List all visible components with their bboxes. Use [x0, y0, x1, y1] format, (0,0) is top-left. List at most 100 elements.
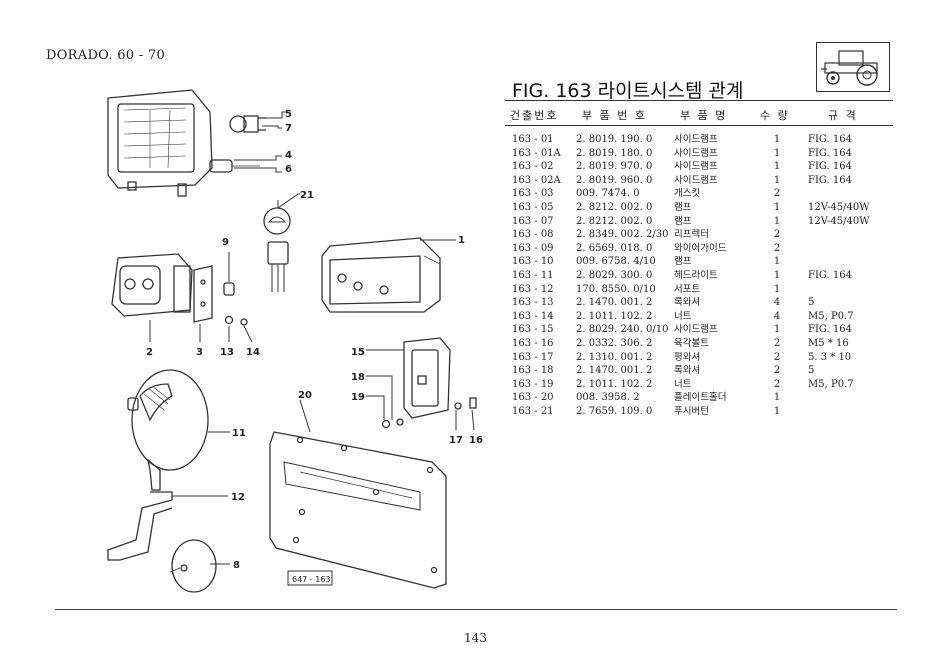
callout-9: 9 — [222, 237, 229, 248]
row-quantity: 1 — [773, 324, 781, 336]
support-bracket-drawing — [107, 491, 173, 561]
row-part-name: 록와셔 — [674, 365, 701, 377]
row-spec: M5, P0.7 — [808, 378, 854, 390]
page-number: 143 — [464, 631, 487, 645]
row-part-name: 록와셔 — [674, 297, 701, 309]
row-ref-number: 163 - 18 — [512, 365, 554, 377]
row-part-number: 2. 8019. 960. 0 — [576, 174, 653, 186]
row-quantity: 2 — [773, 188, 781, 200]
row-spec: FIG. 164 — [808, 174, 852, 186]
row-spec — [808, 228, 870, 242]
headlamp-drawing — [107, 89, 213, 197]
callout-13: 13 — [220, 347, 234, 358]
header-ref-number: 건출번호 — [510, 109, 559, 122]
parts-diagram: 5 7 4 6 21 9 1 2 3 13 14 15 18 19 20 17 … — [107, 89, 483, 593]
row-ref-number: 163 - 05 — [512, 201, 554, 213]
row-spec: 12V-45/40W — [808, 201, 870, 213]
row-quantity: 1 — [773, 215, 781, 227]
header-quantity: 수 량 — [760, 109, 790, 122]
row-quantity: 1 — [773, 174, 781, 186]
row-quantity: 1 — [773, 201, 781, 213]
small-nut-drawing — [381, 418, 404, 429]
row-part-name: 서포트 — [674, 283, 701, 295]
figure-code: 647 - 163 — [292, 575, 331, 584]
row-ref-number: 163 - 07 — [512, 215, 554, 227]
tractor-icon — [816, 42, 890, 92]
callout-6: 6 — [285, 164, 292, 175]
row-part-number: 2. 0332. 306. 2 — [576, 337, 653, 349]
row-ref-number: 163 - 17 — [512, 351, 554, 363]
row-quantity: 1 — [773, 392, 781, 404]
row-part-number: 2. 8019. 180. 0 — [576, 147, 653, 159]
row-ref-number: 163 - 11 — [512, 269, 554, 281]
row-spec — [808, 391, 870, 405]
bulb-drawing — [229, 115, 266, 133]
row-part-number: 170. 8550. 0/10 — [576, 283, 656, 295]
row-spec — [808, 255, 870, 269]
row-spec: FIG. 164 — [808, 134, 852, 145]
row-quantity: 1 — [773, 405, 781, 417]
row-quantity: 1 — [773, 134, 781, 145]
row-part-name: 램프 — [674, 201, 692, 213]
nut-drawing — [223, 282, 248, 326]
callout-17: 17 — [449, 435, 463, 446]
footer-divider — [55, 609, 897, 610]
row-part-number: 2. 7659. 109. 0 — [576, 405, 653, 417]
row-quantity: 2 — [773, 337, 781, 349]
row-part-number: 009. 6758. 4/10 — [576, 256, 656, 268]
callout-5: 5 — [285, 109, 292, 120]
callout-11: 11 — [232, 428, 246, 439]
row-part-number: 009. 7474. 0 — [576, 188, 640, 200]
row-part-number: 2. 8019. 970. 0 — [576, 161, 653, 173]
marker-lamp-drawing — [403, 337, 477, 419]
row-part-number: 2. 8212. 002. 0 — [576, 201, 653, 213]
row-ref-number: 163 - 03 — [512, 188, 554, 200]
row-ref-number: 163 - 12 — [512, 283, 554, 295]
callout-15: 15 — [351, 347, 365, 358]
row-part-name: 플레이트홀더 — [674, 392, 727, 404]
side-lamp-drawing — [111, 253, 213, 323]
row-quantity: 1 — [773, 161, 781, 173]
callout-labels: 5 7 4 6 21 9 1 2 3 13 14 15 18 19 20 17 … — [146, 109, 483, 571]
callout-3: 3 — [196, 347, 203, 358]
row-spec: 5. 3 * 10 — [808, 351, 852, 363]
row-ref-number: 163 - 14 — [512, 310, 554, 322]
callout-14: 14 — [246, 347, 260, 358]
row-quantity: 1 — [773, 269, 781, 281]
row-part-name: 사이드램프 — [674, 134, 718, 145]
row-part-number: 2. 8212. 002. 0 — [576, 215, 653, 227]
header-divider — [505, 125, 893, 126]
model-title: DORADO. 60 - 70 — [46, 48, 166, 63]
row-spec: 12V-45/40W — [808, 215, 870, 227]
row-quantity: 1 — [773, 147, 781, 159]
row-part-name: 와이어가이드 — [674, 242, 727, 254]
row-ref-number: 163 - 20 — [512, 392, 554, 404]
row-ref-number: 163 - 02 — [512, 161, 554, 173]
plate-holder-drawing — [269, 431, 447, 589]
row-ref-number: 163 - 08 — [512, 229, 554, 241]
row-part-name: 푸시버턴 — [674, 405, 709, 417]
row-ref-number: 163 - 01A — [512, 147, 561, 159]
row-part-name: 사이드램프 — [674, 147, 718, 159]
reflector-drawing — [169, 539, 217, 593]
row-spec: M5, P0.7 — [808, 310, 854, 322]
figure-title: FIG. 163 라이트시스템 관계 — [512, 80, 744, 102]
row-part-name: 개스킷 — [674, 188, 701, 200]
row-part-name: 너트 — [674, 378, 692, 390]
row-spec: FIG. 164 — [808, 147, 852, 159]
row-part-name: 사이드램프 — [674, 324, 718, 336]
row-ref-number: 163 - 13 — [512, 297, 554, 309]
row-quantity: 4 — [773, 310, 781, 322]
row-part-number: 2. 8029. 240. 0/10 — [576, 324, 669, 336]
header-spec: 규 격 — [828, 109, 858, 122]
row-spec — [808, 405, 870, 419]
row-part-number: 2. 8349. 002. 2/30 — [576, 229, 669, 241]
row-quantity: 1 — [773, 256, 781, 268]
title-divider — [505, 100, 893, 101]
row-part-number: 008. 3958. 2 — [576, 392, 640, 404]
